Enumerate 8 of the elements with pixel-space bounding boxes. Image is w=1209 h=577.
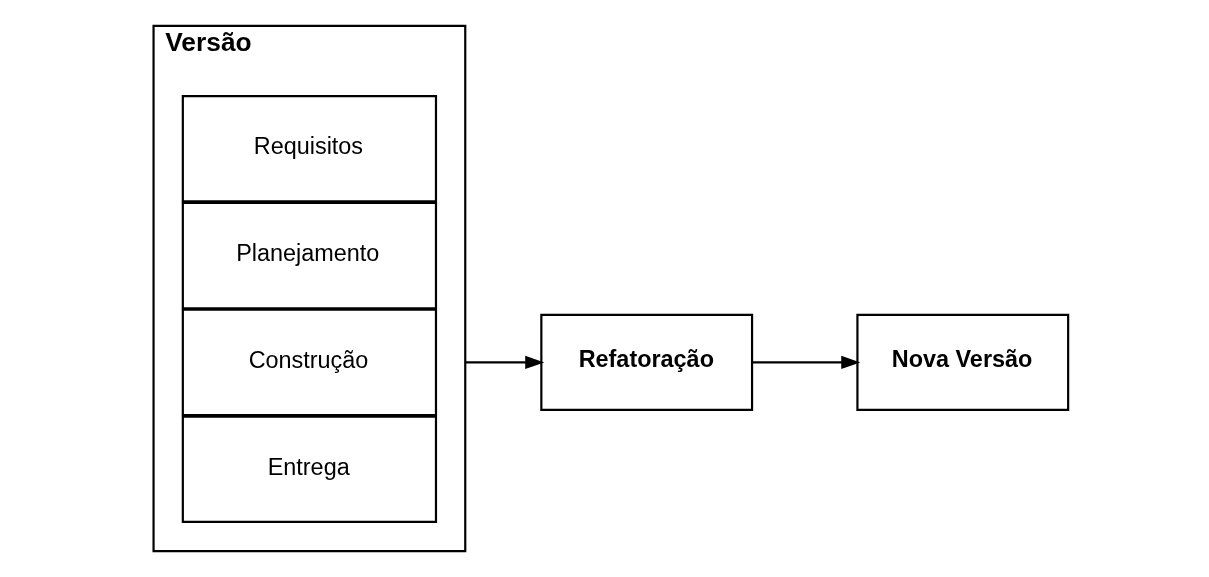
node-box: Refatoração	[539, 313, 753, 412]
node-box: Construção	[181, 308, 437, 417]
node-box: Planejamento	[181, 201, 437, 310]
arrow	[464, 355, 544, 370]
node-box: Entrega	[181, 415, 437, 523]
node-box: Requisitos	[181, 94, 437, 203]
arrow	[751, 355, 860, 370]
node-box: Nova Versão	[855, 313, 1069, 412]
